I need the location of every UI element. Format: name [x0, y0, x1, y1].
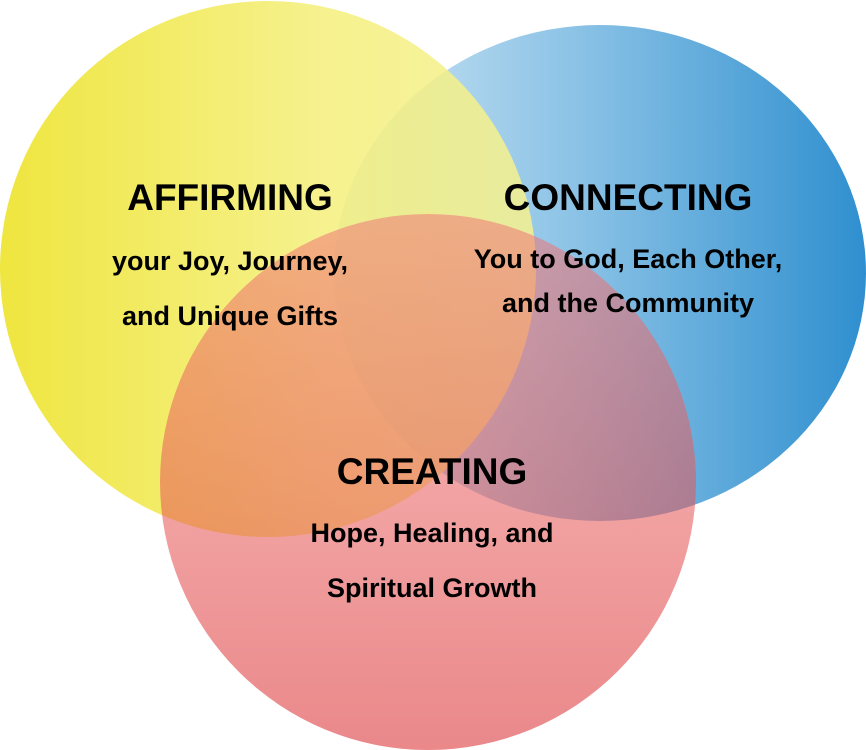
affirming-heading: AFFIRMING — [127, 177, 333, 218]
creating-line-1: Hope, Healing, and — [310, 518, 553, 548]
connecting-line-2: and the Community — [502, 288, 754, 318]
affirming-line-2: and Unique Gifts — [122, 301, 338, 331]
creating-heading: CREATING — [337, 451, 527, 492]
connecting-line-1: You to God, Each Other, — [474, 244, 783, 274]
creating-line-2: Spiritual Growth — [327, 573, 537, 603]
affirming-line-1: your Joy, Journey, — [112, 246, 348, 276]
creating-circle — [160, 214, 696, 750]
connecting-heading: CONNECTING — [504, 177, 753, 218]
